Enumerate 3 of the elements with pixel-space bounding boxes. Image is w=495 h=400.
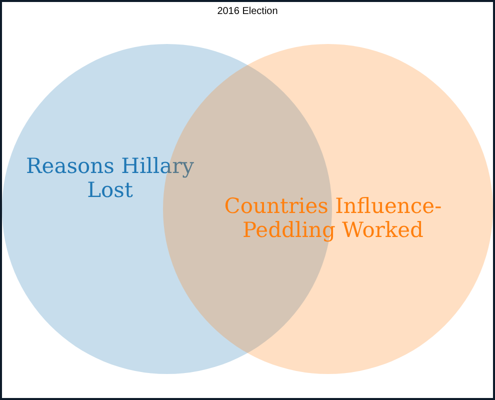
circle-label: Reasons Hillary Lost bbox=[24, 154, 196, 202]
diagram-title: 2016 Election bbox=[216, 6, 279, 17]
circle-label: Countries Influence-Peddling Worked bbox=[223, 194, 443, 242]
